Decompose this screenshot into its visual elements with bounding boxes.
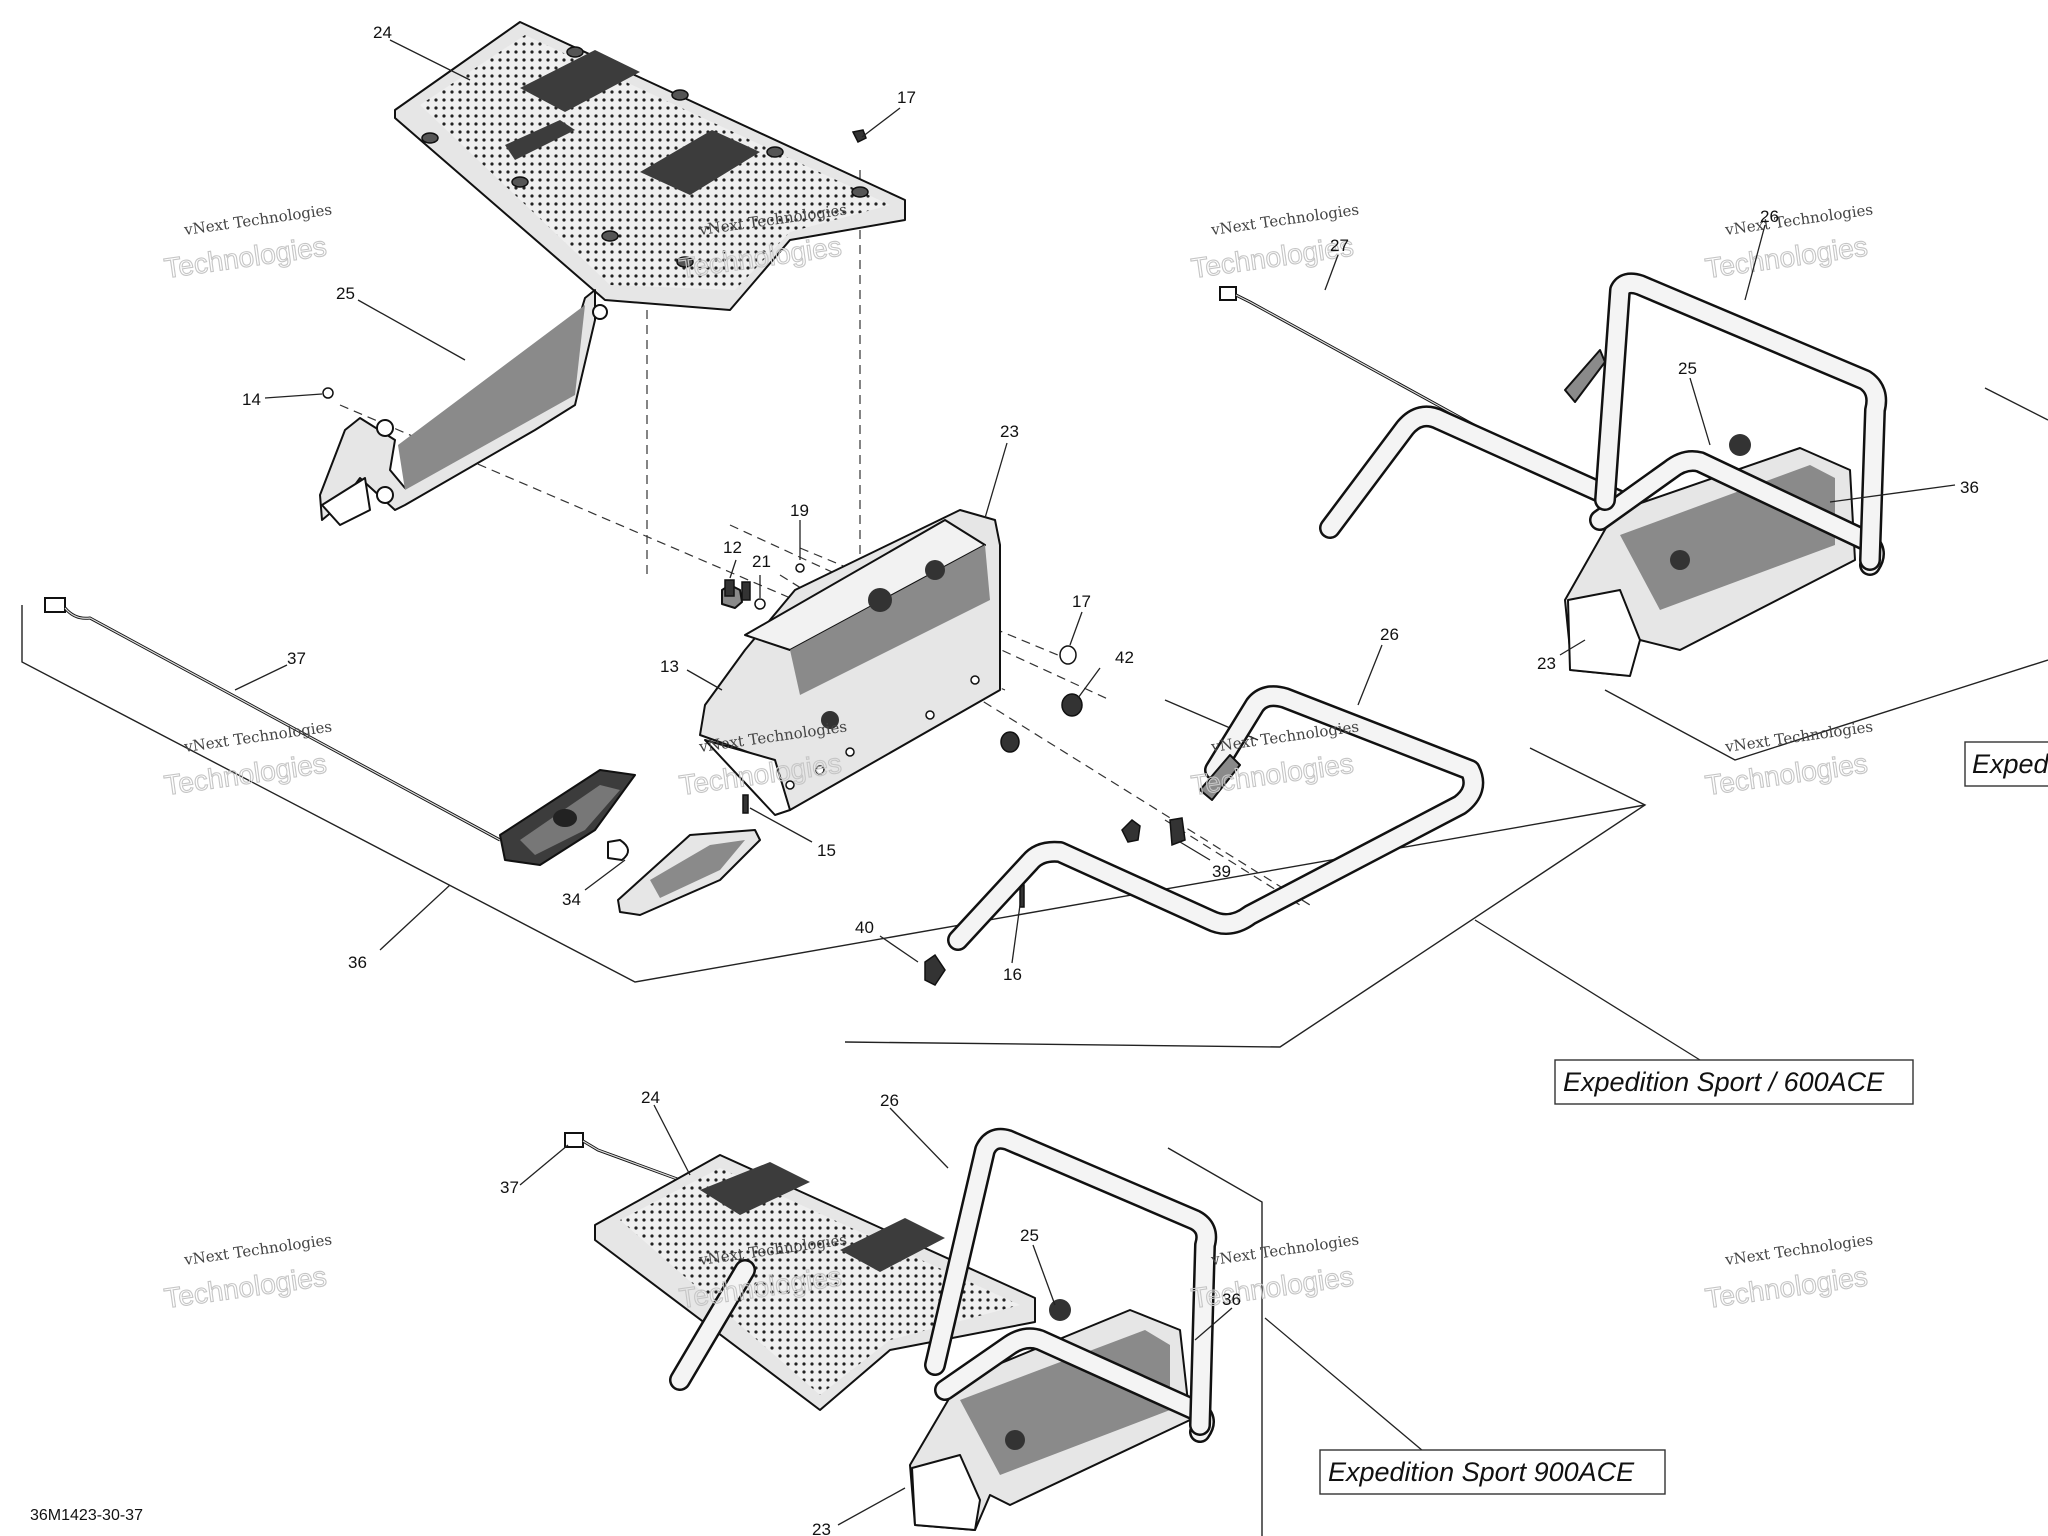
watermark: vNext Technologies Technologies	[162, 1230, 333, 1314]
callout-36: 36	[1222, 1290, 1241, 1309]
callouts: 24 17 25 14 23 19 12 21 17 42 13 37 15 3…	[242, 23, 1979, 1536]
callout-25: 25	[1678, 359, 1697, 378]
callout-17: 17	[897, 88, 916, 107]
callout-15: 15	[817, 841, 836, 860]
callout-26: 26	[1380, 625, 1399, 644]
light-cable-left	[44, 597, 501, 842]
assembly-bottom	[564, 1127, 1218, 1531]
bracket-left	[319, 289, 608, 526]
callout-34: 34	[562, 890, 581, 909]
callout-26: 26	[880, 1091, 899, 1110]
model-label-sport-600: Expedition Sport / 600ACE	[1554, 1059, 1914, 1105]
tail-light-housing	[499, 769, 761, 916]
callout-36: 36	[348, 953, 367, 972]
callout-17: 17	[1072, 592, 1091, 611]
callout-25: 25	[336, 284, 355, 303]
model-label-cropped: Exped	[1964, 741, 2048, 787]
callout-13: 13	[660, 657, 679, 676]
luggage-rack-plate-top	[394, 21, 906, 311]
svg-text:Expedition Sport 900ACE: Expedition Sport 900ACE	[1328, 1457, 1635, 1487]
callout-42: 42	[1115, 648, 1134, 667]
watermark: vNext Technologies Technologies	[1703, 717, 1874, 801]
svg-text:Expedition Sport / 600ACE: Expedition Sport / 600ACE	[1563, 1067, 1885, 1097]
diagram-code: 36M1423-30-37	[30, 1507, 143, 1524]
watermark: vNext Technologies Technologies	[162, 200, 333, 284]
alignment-lines	[339, 170, 1311, 906]
callout-23: 23	[1537, 654, 1556, 673]
callout-25: 25	[1020, 1226, 1039, 1245]
callout-26: 26	[1760, 207, 1779, 226]
callout-23: 23	[812, 1520, 831, 1536]
callout-37: 37	[500, 1178, 519, 1197]
grab-handle-mid	[947, 685, 1485, 951]
svg-text:Exped: Exped	[1972, 749, 2048, 779]
callout-12: 12	[723, 538, 742, 557]
assembly-right	[1219, 272, 1888, 677]
callout-23: 23	[1000, 422, 1019, 441]
callout-19: 19	[790, 501, 809, 520]
callout-36: 36	[1960, 478, 1979, 497]
hardware-mid	[322, 129, 1186, 986]
callout-21: 21	[752, 552, 771, 571]
leader-lines	[234, 39, 1956, 1526]
rack-support-mid	[699, 509, 1001, 816]
callout-24: 24	[641, 1088, 660, 1107]
watermark: vNext Technologies Technologies	[1703, 1230, 1874, 1314]
callout-24: 24	[373, 23, 392, 42]
watermark: vNext Technologies Technologies	[162, 717, 333, 801]
callout-14: 14	[242, 390, 261, 409]
model-label-sport-900: Expedition Sport 900ACE	[1319, 1449, 1666, 1495]
callout-27: 27	[1330, 236, 1349, 255]
callout-37: 37	[287, 649, 306, 668]
watermark: vNext Technologies Technologies	[1703, 200, 1874, 284]
callout-16: 16	[1003, 965, 1022, 984]
callout-39: 39	[1212, 862, 1231, 881]
callout-40: 40	[855, 918, 874, 937]
